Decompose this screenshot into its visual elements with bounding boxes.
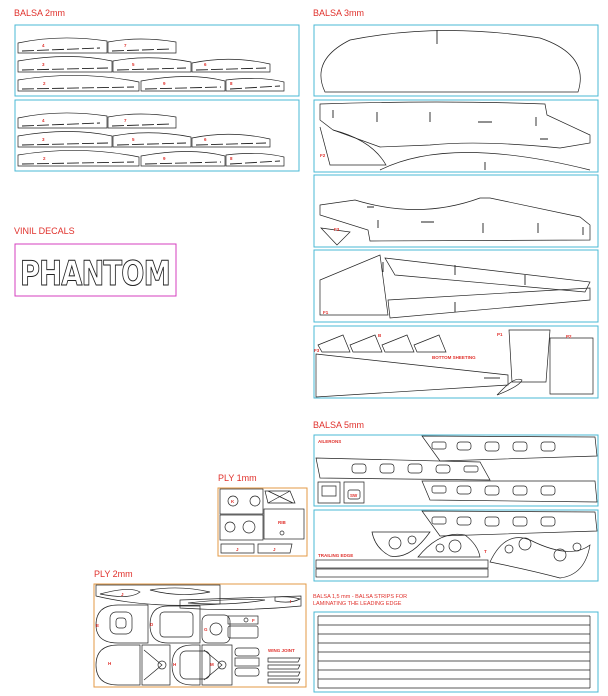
rib-label: 3 bbox=[42, 62, 45, 67]
balsa-3mm-sheet-5: B F3 BOTTOM SHEETING P1 P2 bbox=[313, 325, 599, 399]
part-label-h: H bbox=[108, 661, 111, 666]
part-label-m: M bbox=[210, 662, 214, 667]
rib-label: 8 bbox=[230, 156, 233, 161]
part-label-trailing-edge: TRAILING EDGE bbox=[318, 553, 353, 558]
part-label-bottom-sheeting: BOTTOM SHEETING bbox=[432, 355, 476, 360]
rib-label: 5 bbox=[132, 137, 135, 142]
part-label-e: E bbox=[96, 623, 99, 628]
rib-label: 3 bbox=[42, 137, 45, 142]
part-label-f1: F1 bbox=[323, 310, 329, 315]
part-label-p2: P2 bbox=[566, 334, 572, 339]
phantom-decal: PHANTOM bbox=[20, 254, 170, 294]
part-label-p1: P1 bbox=[497, 332, 503, 337]
sheet-label-balsa-3mm: BALSA 3mm bbox=[313, 8, 364, 18]
sheet-label-balsa-2mm: BALSA 2mm bbox=[14, 8, 65, 18]
rib-label: 8 bbox=[230, 81, 233, 86]
balsa-5mm-sheet-1: AILERONS SW bbox=[313, 434, 599, 507]
rib-label: 2 bbox=[43, 156, 46, 161]
balsa-3mm-sheet-3: F3 bbox=[313, 174, 599, 248]
strips-note-line1: BALSA 1,5 mm - BALSA STRIPS FOR bbox=[313, 594, 407, 600]
part-label-f3: F3 bbox=[334, 227, 340, 232]
rib-label: 4 bbox=[42, 43, 45, 48]
part-label-ailerons: AILERONS bbox=[318, 439, 341, 444]
part-label-t: T bbox=[484, 549, 487, 554]
sheet-label-balsa-5mm: BALSA 5mm bbox=[313, 420, 364, 430]
rib-label: 7 bbox=[124, 118, 127, 123]
balsa-strips-sheet bbox=[313, 611, 599, 693]
rib-label: 9 bbox=[163, 81, 166, 86]
part-label-rib: RIB bbox=[278, 520, 287, 525]
decal-sheet bbox=[14, 243, 177, 297]
ply-1mm-sheet: K RIB J J bbox=[217, 487, 308, 557]
balsa-2mm-sheet-1: 4 7 3 5 6 2 9 8 bbox=[14, 24, 300, 97]
rib-label: 2 bbox=[43, 81, 46, 86]
rib-label: 5 bbox=[132, 62, 135, 67]
balsa-3mm-sheet-2: F2 bbox=[313, 99, 599, 173]
sheet-label-ply-1mm: PLY 1mm bbox=[218, 473, 257, 483]
part-label-d: D bbox=[150, 622, 154, 627]
sheet-label-vinil-decals: VINIL DECALS bbox=[14, 226, 75, 236]
part-label-j: J bbox=[121, 592, 124, 597]
part-label-i: I bbox=[290, 599, 291, 604]
strips-note-line2: LAMINATING THE LEADING EDGE bbox=[313, 601, 402, 607]
part-label-b: B bbox=[378, 333, 382, 338]
part-label-j: J bbox=[273, 547, 276, 552]
rib-label: 7 bbox=[124, 43, 127, 48]
part-label-j: J bbox=[236, 547, 239, 552]
balsa-3mm-sheet-4: F1 bbox=[313, 249, 599, 323]
rib-label: 4 bbox=[42, 118, 45, 123]
part-label-f: F bbox=[252, 618, 255, 623]
rib-label: 6 bbox=[204, 62, 207, 67]
ply-2mm-sheet: J I E D G F H H M WING JOINT bbox=[93, 583, 307, 688]
part-label-f3: F3 bbox=[314, 348, 320, 353]
part-label-sw: SW bbox=[350, 493, 358, 498]
part-label-h: H bbox=[173, 662, 176, 667]
part-label-g: G bbox=[204, 627, 208, 632]
part-label-k: K bbox=[231, 499, 235, 504]
balsa-3mm-sheet-1 bbox=[313, 24, 599, 97]
rib-label: 6 bbox=[204, 137, 207, 142]
rib-label: 9 bbox=[163, 156, 166, 161]
balsa-5mm-sheet-2: T TRAILING EDGE bbox=[313, 509, 599, 582]
part-label-f2: F2 bbox=[320, 153, 326, 158]
sheet-label-ply-2mm: PLY 2mm bbox=[94, 569, 133, 579]
part-label-wing-joint: WING JOINT bbox=[268, 648, 295, 653]
balsa-2mm-sheet-2: 4 7 3 5 6 2 9 8 bbox=[14, 99, 300, 172]
